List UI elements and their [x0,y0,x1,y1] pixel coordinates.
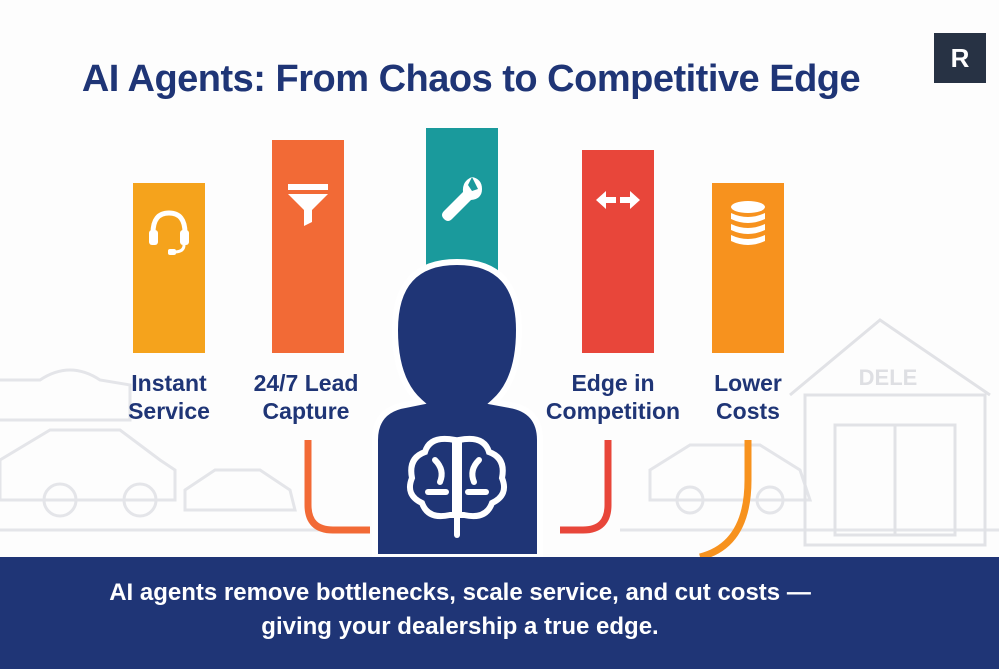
wrench-icon [442,177,482,221]
pillar-lower-costs [712,183,784,353]
dealership-building-icon [789,318,991,547]
pillar-label-line2: Competition [545,398,681,424]
pillar-edge-competition [582,150,654,353]
arrows-icon [596,191,640,209]
pillar-instant-service [133,183,205,353]
pillar-label-line1: Edge in [571,370,655,396]
connector-competition [560,440,612,534]
building-sign: DELE [859,365,918,390]
pillar-label-lead-capture: 24/7 Lead Capture [211,369,401,425]
funnel-icon [288,184,328,226]
summary-line-2: giving your dealership a true edge. [261,613,659,640]
pillar-center-tools [426,128,498,273]
pillar-lead-capture [272,140,344,353]
coins-icon [731,201,765,245]
pillar-label-line1: Instant [131,370,207,396]
pillar-label-line2: Costs [716,398,780,424]
summary-line-1: AI agents remove bottlenecks, scale serv… [109,579,811,606]
pillar-label-line2: Service [128,398,210,424]
pillar-label-lower-costs: Lower Costs [653,369,843,425]
connector-lower-costs [699,440,752,561]
headset-icon [149,210,189,255]
pillar-label-line1: 24/7 Lead [253,370,359,396]
summary-banner: AI agents remove bottlenecks, scale serv… [0,557,999,669]
pillar-label-edge-competition: Edge in Competition [518,369,708,425]
pillar-label-line1: Lower [714,370,782,396]
pillar-label-line2: Capture [262,398,350,424]
pillar-label-instant-service: Instant Service [74,369,264,425]
brain-icon [407,435,507,538]
connector-lead-capture [304,440,370,534]
page-title: AI Agents: From Chaos to Competitive Edg… [81,58,861,100]
brand-logo: R [934,33,986,83]
person-silhouette [372,258,543,560]
background-cars [0,368,999,532]
